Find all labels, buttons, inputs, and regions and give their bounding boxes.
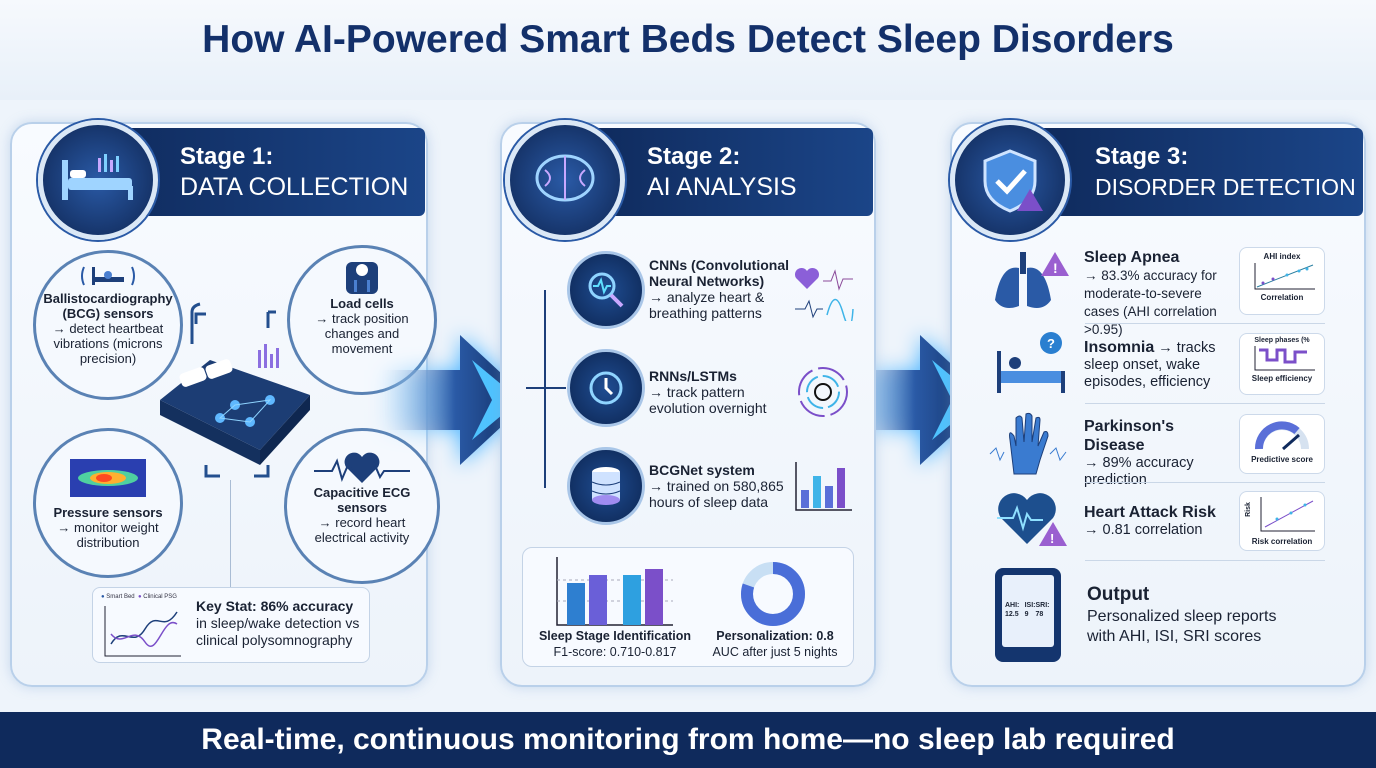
tablet-ahi: AHI: 12.5: [1005, 602, 1020, 618]
sensor-name: Pressure sensors: [53, 505, 163, 520]
disorder-parkinsons: Parkinson's Disease→ 89% accuracy predic…: [1084, 418, 1194, 488]
stage2-banner: Stage 2: AI ANALYSIS: [585, 128, 873, 216]
connector-line: [230, 480, 231, 588]
key-stat-text: Key Stat: 86% accuracy in sleep/wake det…: [196, 598, 360, 648]
stage1-banner: Stage 1: DATA COLLECTION: [95, 128, 425, 216]
lungs-warning-icon: !: [995, 252, 1069, 308]
heart-waveform-icon: [794, 267, 854, 321]
key-stat-legend: ● Smart Bed ● Clinical PSG: [101, 594, 177, 600]
footer-banner: Real-time, continuous monitoring from ho…: [0, 712, 1376, 768]
divider: [1085, 323, 1325, 324]
stage2-label: Stage 2:: [647, 143, 741, 170]
database-icon: [567, 447, 645, 525]
sensor-desc: → detect heartbeat vibrations (microns p…: [52, 321, 164, 366]
personalization-donut-chart: [741, 562, 805, 626]
stage3-banner: Stage 3: DISORDER DETECTION: [1035, 128, 1363, 216]
stage3-title: DISORDER DETECTION: [1095, 174, 1356, 200]
smart-bed-illustration: [160, 302, 310, 478]
page-title: How AI-Powered Smart Beds Detect Sleep D…: [202, 18, 1174, 61]
sleep-phases-mini-chart: Sleep phases (% Sleep efficiency: [1239, 333, 1325, 395]
tablet-isi: ISI: 9: [1024, 602, 1036, 618]
bed-vibration-icon: [81, 266, 135, 286]
sensor-desc: → record heart electrical activity: [314, 515, 410, 545]
cycle-stopwatch-icon: [798, 367, 848, 417]
flow-arrow-1: [380, 335, 530, 465]
sensor-pressure: Pressure sensors → monitor weight distri…: [33, 428, 183, 578]
ahi-mini-chart: AHI index Correlation: [1239, 247, 1325, 315]
sensor-desc: → track position changes and movement: [315, 311, 409, 356]
method-bcgnet: BCGNet system→ trained on 580,865 hours …: [649, 462, 784, 510]
title-bar: [0, 0, 1376, 100]
disorder-sleep-apnea: Sleep Apnea→ 83.3% accuracy for moderate…: [1084, 249, 1217, 337]
method-rnn: RNNs/LSTMs→ track pattern evolution over…: [649, 368, 767, 416]
sensor-load-cells: Load cells → track position changes and …: [287, 245, 437, 395]
pressure-map-icon: [70, 459, 146, 497]
scale-icon: [346, 262, 378, 294]
brain-icon: [505, 120, 625, 240]
svg-text:?: ?: [1047, 336, 1055, 351]
sensor-ecg: Capacitive ECG sensors → record heart el…: [284, 428, 440, 584]
svg-text:!: !: [1050, 531, 1054, 546]
shield-check-icon: [950, 120, 1070, 240]
sleepless-bed-icon: ?: [997, 332, 1065, 393]
sleep-stage-bar-chart: [556, 557, 673, 626]
bar-chart-icon: [795, 462, 852, 511]
stage1-title: DATA COLLECTION: [180, 173, 409, 201]
sensor-name: Capacitive ECG sensors: [313, 485, 411, 515]
divider: [1085, 560, 1325, 561]
sensor-bcg: Ballistocardiography (BCG) sensors → det…: [33, 250, 183, 400]
sensor-desc: → monitor weight distribution: [57, 520, 159, 550]
svg-text:!: !: [1053, 260, 1058, 276]
sensor-name: Load cells: [330, 296, 394, 311]
key-stat-line-chart: [104, 606, 181, 657]
stage1-label: Stage 1:: [180, 143, 274, 170]
disorder-heart-attack: Heart Attack Risk→ 0.81 correlation: [1084, 504, 1216, 538]
method-cnn: CNNs (Convolutional Neural Networks)→ an…: [649, 257, 789, 321]
divider: [1085, 403, 1325, 404]
bed-icon: [38, 120, 158, 240]
magnifier-pulse-icon: [567, 251, 645, 329]
tremor-hand-icon: [989, 412, 1067, 475]
clock-cycle-icon: [567, 349, 645, 427]
heart-ecg-icon: [314, 452, 410, 483]
disorder-insomnia: Insomnia → tracks sleep onset, wake epis…: [1084, 339, 1216, 390]
key-stat-box: ● Smart Bed ● Clinical PSG Key Stat: 86%…: [92, 587, 370, 663]
branch-line-in: [526, 387, 566, 389]
risk-correlation-mini-chart: Risk Risk correlation: [1239, 491, 1325, 551]
stage2-title: AI ANALYSIS: [647, 173, 797, 201]
predictive-score-gauge: Predictive score: [1239, 414, 1325, 474]
divider: [1085, 482, 1325, 483]
branch-line: [544, 290, 546, 488]
heart-warning-icon: !: [997, 493, 1067, 546]
sensor-name: Ballistocardiography (BCG) sensors: [43, 291, 173, 321]
tablet-sri: SRI: 78: [1035, 602, 1050, 618]
stage3-label: Stage 3:: [1095, 143, 1189, 170]
